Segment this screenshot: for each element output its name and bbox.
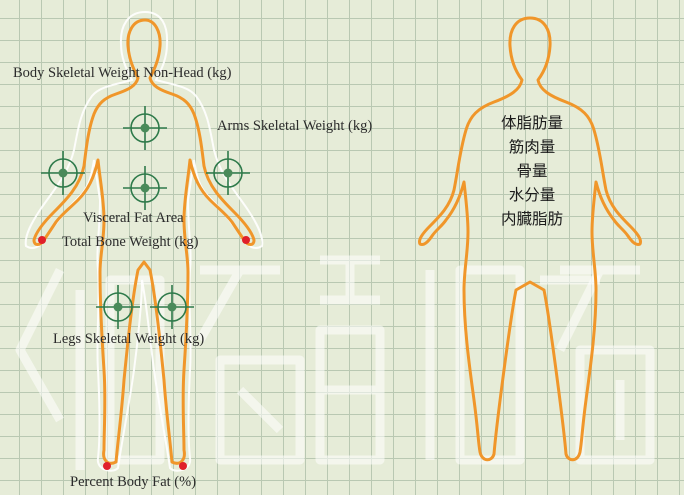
label-body-skeletal-weight: Body Skeletal Weight Non-Head (kg) — [13, 65, 231, 82]
label-legs-skeletal-weight: Legs Skeletal Weight (kg) — [53, 331, 204, 348]
label-jp-visceral-fat: 内臓脂肪 — [472, 207, 592, 229]
label-jp-body-fat-mass: 体脂肪量 — [472, 111, 592, 133]
label-visceral-fat-area: Visceral Fat Area — [83, 210, 184, 227]
label-jp-muscle-mass: 筋肉量 — [472, 135, 592, 157]
label-total-bone-weight: Total Bone Weight (kg) — [62, 234, 198, 251]
body-back-outline — [419, 18, 640, 460]
label-jp-bone-mass: 骨量 — [472, 159, 592, 181]
label-jp-water-content: 水分量 — [472, 183, 592, 205]
label-arms-skeletal-weight: Arms Skeletal Weight (kg) — [217, 118, 372, 135]
label-percent-body-fat: Percent Body Fat (%) — [70, 474, 196, 491]
